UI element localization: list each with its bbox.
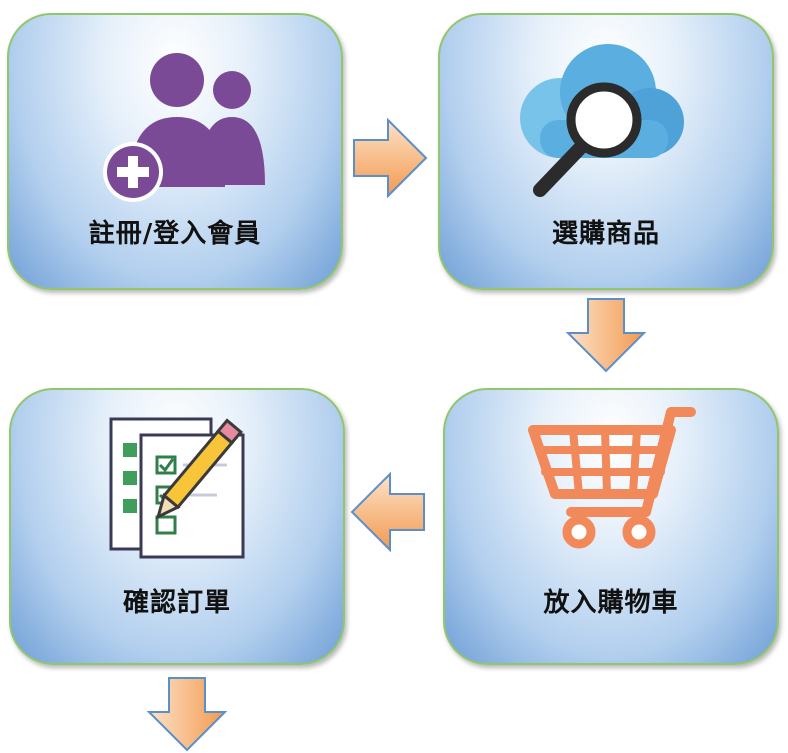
checklist-pencil-icon — [109, 417, 245, 559]
cloud-search-icon — [520, 44, 684, 197]
step-register-login: 註冊/登入會員 — [7, 13, 343, 290]
arrow-left-icon — [350, 472, 425, 552]
add-member-icon — [103, 53, 265, 202]
step-label: 註冊/登入會員 — [88, 219, 262, 249]
arrow-down-icon — [147, 677, 227, 752]
arrow-right-icon — [353, 118, 428, 198]
step-confirm-order: 確認訂單 — [9, 388, 345, 665]
shopping-cart-icon — [528, 407, 696, 549]
step-add-to-cart: 放入購物車 — [443, 388, 779, 665]
step-label: 確認訂單 — [122, 588, 231, 618]
step-browse-products: 選購商品 — [438, 13, 774, 290]
arrow-down-icon — [566, 298, 646, 373]
step-label: 放入購物車 — [543, 588, 679, 618]
step-label: 選購商品 — [551, 219, 660, 249]
